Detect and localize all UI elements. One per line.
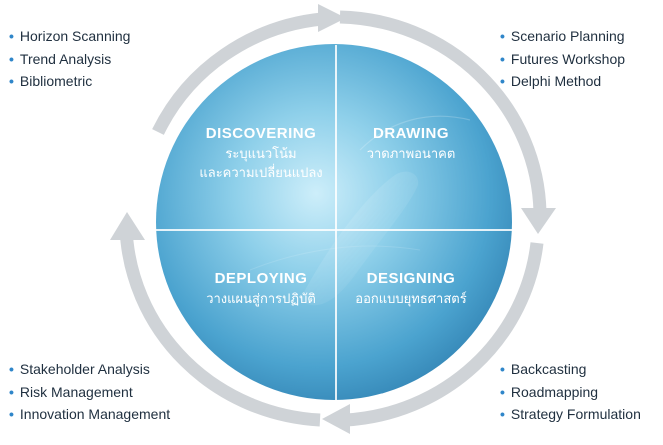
arrowhead-bottom-icon (322, 404, 350, 434)
list-item-label: Risk Management (19, 383, 133, 400)
list-item: • Strategy Formulation (500, 403, 641, 426)
list-item: • Stakeholder Analysis (9, 358, 170, 381)
bullet-icon: • (500, 406, 505, 422)
list-item: • Innovation Management (9, 403, 170, 426)
bullet-icon: • (9, 73, 14, 89)
quadrant-deploying: DEPLOYING วางแผนสู่การปฏิบัติ (176, 269, 346, 308)
cycle-ring (119, 10, 547, 427)
ring-arc-right (339, 10, 547, 213)
list-item-label: Strategy Formulation (510, 406, 641, 422)
list-item: • Scenario Planning (500, 25, 625, 48)
list-item: • Risk Management (9, 381, 170, 404)
bullet-icon: • (9, 50, 14, 67)
list-item: • Trend Analysis (9, 48, 130, 71)
quadrant-subtitle: วาดภาพอนาคต (366, 146, 456, 161)
list-item-label: Roadmapping (510, 383, 599, 400)
arrowhead-left-icon (110, 212, 145, 240)
methods-list-bottom-right: • Backcasting • Roadmapping • Strategy Form… (500, 358, 641, 426)
bullet-icon: • (500, 28, 505, 44)
list-item-label: Horizon Scanning (19, 28, 131, 44)
ring-arc-top (152, 12, 323, 135)
list-item-label: Trend Analysis (19, 50, 112, 67)
bullet-icon: • (9, 28, 14, 44)
background-hand-decoration (249, 115, 471, 306)
quadrant-subtitle: วางแผนสู่การปฏิบัติ (206, 291, 316, 306)
quadrant-designing: DESIGNING ออกแบบยุทธศาสตร์ (326, 269, 496, 308)
list-item: • Bibliometric (9, 70, 130, 93)
ring-arc-bottom (345, 242, 544, 427)
list-item: • Delphi Method (500, 70, 625, 93)
list-item: • Futures Workshop (500, 48, 625, 71)
bullet-icon: • (500, 73, 505, 89)
arrowhead-top-icon (318, 4, 346, 32)
bullet-icon: • (9, 406, 14, 422)
ring-arrowheads (110, 4, 556, 434)
quadrant-discovering: DISCOVERING ระบุแนวโน้ม และความเปลี่ยนแป… (176, 124, 346, 182)
bullet-icon: • (500, 50, 505, 67)
quadrant-title: DRAWING (373, 125, 449, 142)
bullet-icon: • (500, 361, 505, 377)
methods-list-top-right: • Scenario Planning • Futures Workshop • De… (500, 25, 625, 93)
list-item: • Horizon Scanning (9, 25, 130, 48)
quadrant-title: DISCOVERING (205, 125, 317, 142)
list-item-label: Stakeholder Analysis (19, 361, 150, 377)
ring-arc-left (119, 227, 321, 427)
quadrant-subtitle: และความเปลี่ยนแปลง (199, 165, 323, 180)
list-item: • Roadmapping (500, 381, 641, 404)
quadrant-drawing: DRAWING วาดภาพอนาคต (326, 124, 496, 163)
bullet-icon: • (500, 383, 505, 400)
bullet-icon: • (9, 361, 14, 377)
list-item: • Backcasting (500, 358, 641, 381)
list-item-label: Delphi Method (510, 73, 602, 89)
quadrant-title: DEPLOYING (214, 270, 308, 287)
arrowhead-right-icon (521, 208, 556, 234)
quadrant-dividers (156, 45, 512, 400)
center-circle (156, 44, 512, 400)
methods-list-bottom-left: • Stakeholder Analysis • Risk Management •… (9, 358, 170, 426)
list-item-label: Backcasting (510, 361, 587, 377)
list-item-label: Bibliometric (19, 73, 93, 89)
list-item-label: Scenario Planning (510, 28, 625, 44)
bullet-icon: • (9, 383, 14, 400)
methods-list-top-left: • Horizon Scanning • Trend Analysis • Bibli… (9, 25, 130, 93)
list-item-label: Futures Workshop (510, 50, 626, 67)
list-item-label: Innovation Management (19, 406, 171, 422)
quadrant-subtitle: ระบุแนวโน้ม (225, 146, 297, 161)
quadrant-subtitle: ออกแบบยุทธศาสตร์ (355, 291, 467, 306)
quadrant-title: DESIGNING (366, 270, 456, 287)
